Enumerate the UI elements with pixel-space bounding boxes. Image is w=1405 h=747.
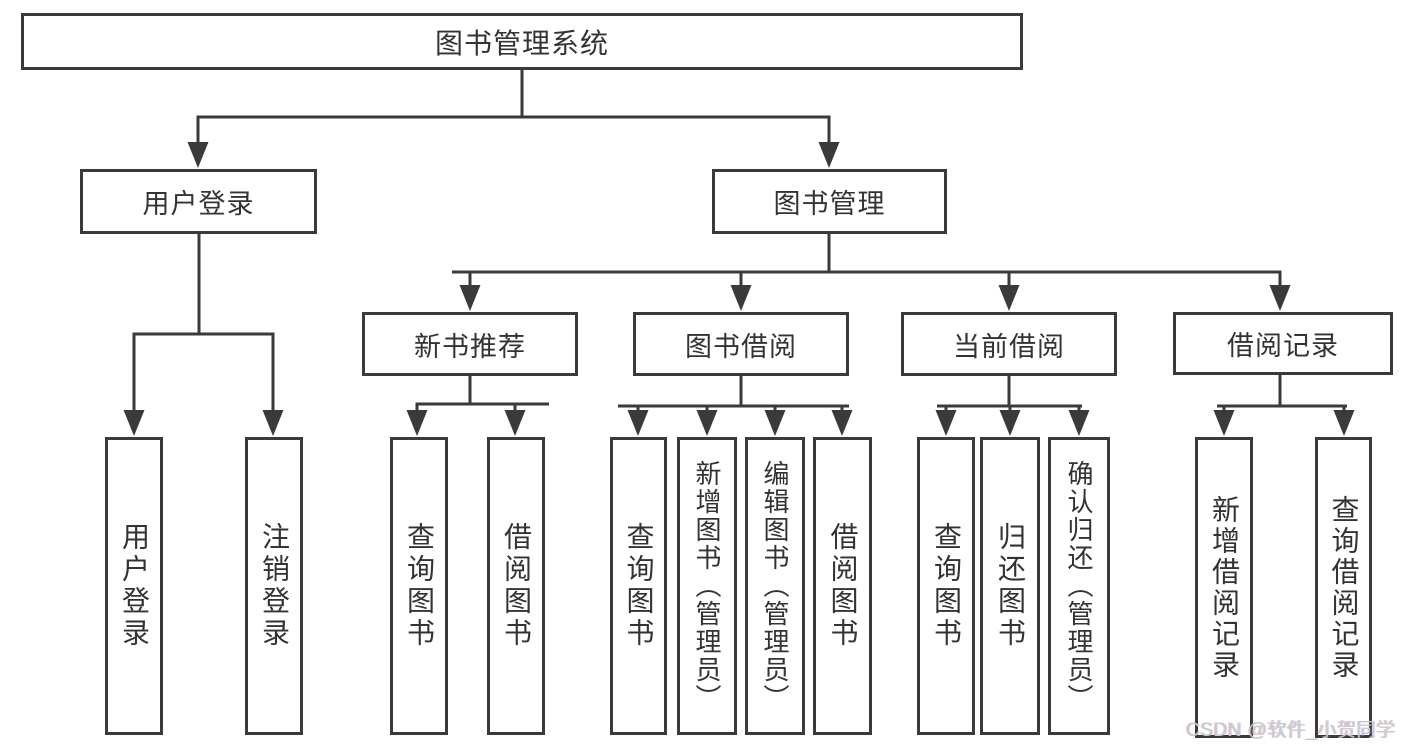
- node-new-book-recommend-label: 新书推荐: [414, 331, 526, 362]
- leaf-borrow-book-recommend: 借阅图书: [487, 437, 545, 735]
- leaf-add-book-admin-label: 新增图书（管理员）: [692, 460, 722, 712]
- node-book-borrow-label: 图书借阅: [685, 331, 797, 362]
- leaf-return-book-label: 归还图书: [995, 522, 1026, 650]
- leaf-edit-book-admin: 编辑图书（管理员）: [745, 437, 805, 735]
- node-current-borrow: 当前借阅: [901, 312, 1117, 376]
- leaf-borrow-book: 借阅图书: [813, 437, 872, 735]
- leaf-query-borrow-record: 查询借阅记录: [1315, 437, 1372, 738]
- leaf-confirm-return-admin: 确认归还（管理员）: [1048, 437, 1110, 735]
- leaf-query-book-recommend-label: 查询图书: [404, 522, 435, 650]
- leaf-add-borrow-record-label: 新增借阅记录: [1209, 494, 1240, 681]
- node-user-login-label: 用户登录: [142, 189, 255, 219]
- node-borrow-record: 借阅记录: [1173, 312, 1393, 375]
- leaf-logout-label: 注销登录: [259, 522, 290, 650]
- leaf-query-book-borrow: 查询图书: [610, 437, 667, 735]
- leaf-confirm-return-admin-label: 确认归还（管理员）: [1064, 460, 1094, 712]
- leaf-user-login-label: 用户登录: [119, 522, 150, 650]
- leaf-query-book-current: 查询图书: [917, 437, 975, 735]
- node-book-borrow: 图书借阅: [633, 312, 849, 376]
- node-book-management: 图书管理: [712, 169, 947, 234]
- node-current-borrow-label: 当前借阅: [953, 331, 1065, 362]
- node-new-book-recommend: 新书推荐: [362, 312, 578, 376]
- leaf-borrow-book-label: 借阅图书: [827, 522, 859, 650]
- leaf-add-book-admin: 新增图书（管理员）: [677, 437, 737, 735]
- leaf-query-book-recommend: 查询图书: [390, 437, 448, 735]
- node-library-system-label: 图书管理系统: [434, 27, 609, 59]
- arrowheads: [123, 142, 1355, 436]
- node-user-login: 用户登录: [80, 169, 317, 234]
- leaf-logout: 注销登录: [245, 437, 303, 735]
- leaf-return-book: 归还图书: [980, 437, 1040, 735]
- leaf-query-borrow-record-label: 查询借阅记录: [1328, 494, 1360, 681]
- leaf-add-borrow-record: 新增借阅记录: [1195, 437, 1253, 738]
- node-book-management-label: 图书管理: [773, 189, 886, 219]
- leaf-borrow-book-recommend-label: 借阅图书: [501, 522, 532, 650]
- leaf-edit-book-admin-label: 编辑图书（管理员）: [760, 460, 790, 712]
- leaf-query-book-current-label: 查询图书: [931, 522, 962, 650]
- node-borrow-record-label: 借阅记录: [1227, 331, 1339, 361]
- leaf-query-book-borrow-label: 查询图书: [623, 522, 655, 650]
- node-library-system: 图书管理系统: [21, 13, 1023, 70]
- csdn-watermark: CSDN @软件_小贺同学: [1186, 720, 1396, 741]
- leaf-user-login: 用户登录: [105, 437, 163, 735]
